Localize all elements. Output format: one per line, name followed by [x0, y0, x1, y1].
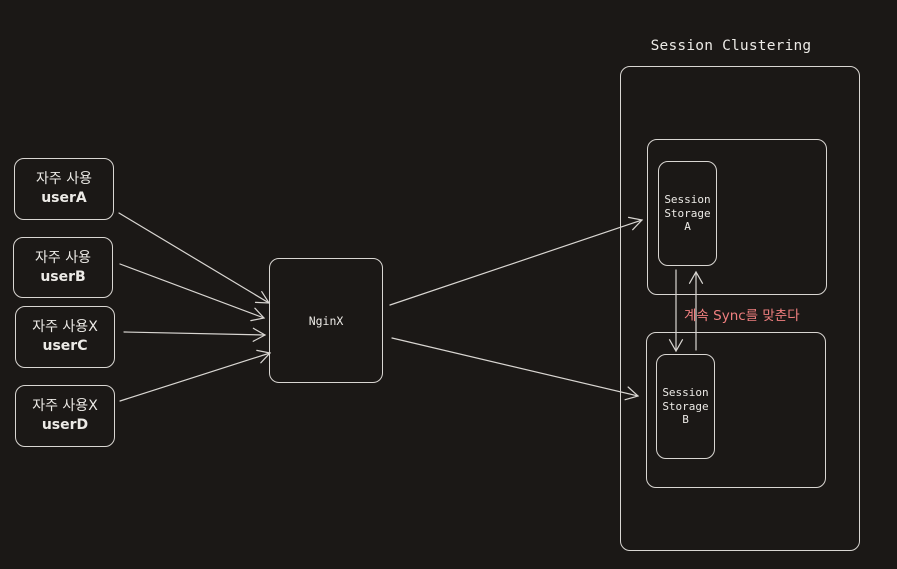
session-storage-b: Session Storage B: [656, 354, 715, 459]
arrow-userd-to-nginx: [119, 349, 272, 402]
user-b-name: userB: [40, 268, 86, 285]
session-storage-a: Session Storage A: [658, 161, 717, 266]
user-c-name: userC: [42, 338, 88, 354]
user-d-name: userD: [41, 417, 89, 433]
user-b-usage: 자주 사용: [35, 249, 91, 266]
storage-a-line1: Session: [664, 193, 711, 207]
user-a-name: userA: [41, 190, 87, 206]
user-box-b: 자주 사용 userB: [13, 237, 113, 298]
arrow-sync-b-to-a: [688, 270, 704, 351]
user-box-d: 자주 사용X userD: [15, 385, 115, 447]
cluster-title: Session Clustering: [650, 38, 812, 54]
arrow-usera-to-nginx: [118, 212, 271, 304]
storage-b-line1: Session: [662, 386, 709, 400]
user-box-a: 자주 사용 userA: [14, 158, 114, 220]
storage-b-line2: Storage: [662, 399, 709, 413]
arrow-userc-to-nginx: [123, 327, 267, 342]
user-box-c: 자주 사용X userC: [15, 306, 115, 368]
sync-label: 계속 Sync를 맞춘다: [684, 308, 800, 324]
cluster-container: [620, 66, 860, 551]
user-d-usage: 자주 사용X: [32, 398, 98, 414]
storage-b-line3: B: [682, 413, 689, 427]
server-box-b: [646, 332, 826, 488]
user-c-usage: 자주 사용X: [32, 319, 98, 335]
arrow-nginx-to-storage-a: [389, 216, 644, 306]
server-box-a: [647, 139, 827, 295]
nginx-box: NginX: [269, 258, 383, 383]
arrow-userb-to-nginx: [119, 263, 266, 322]
nginx-label: NginX: [308, 313, 344, 328]
storage-a-line3: A: [684, 220, 691, 234]
arrow-nginx-to-storage-b: [391, 337, 640, 401]
arrow-sync-a-to-b: [668, 269, 684, 353]
user-a-usage: 자주 사용: [36, 171, 92, 187]
storage-a-line2: Storage: [664, 206, 711, 220]
